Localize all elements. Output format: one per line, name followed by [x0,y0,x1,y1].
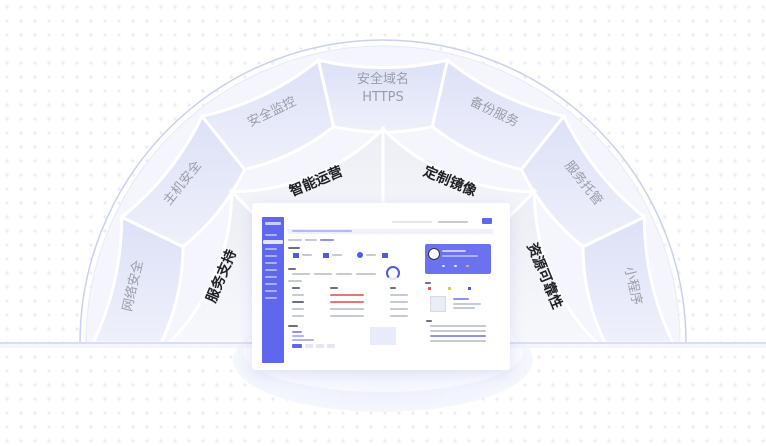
mini-chart [370,327,396,345]
profile-card [425,244,491,274]
outer-halo-arc [79,39,687,344]
usage-gauge [386,266,400,280]
notice-bar [288,229,493,234]
qr-code-icon [430,296,446,312]
user-avatar-icon [482,218,492,224]
console-dashboard-screenshot [252,203,510,370]
dashboard-sidebar [262,217,284,363]
dashboard-logo [265,222,281,225]
panda-avatar-icon [428,248,440,260]
